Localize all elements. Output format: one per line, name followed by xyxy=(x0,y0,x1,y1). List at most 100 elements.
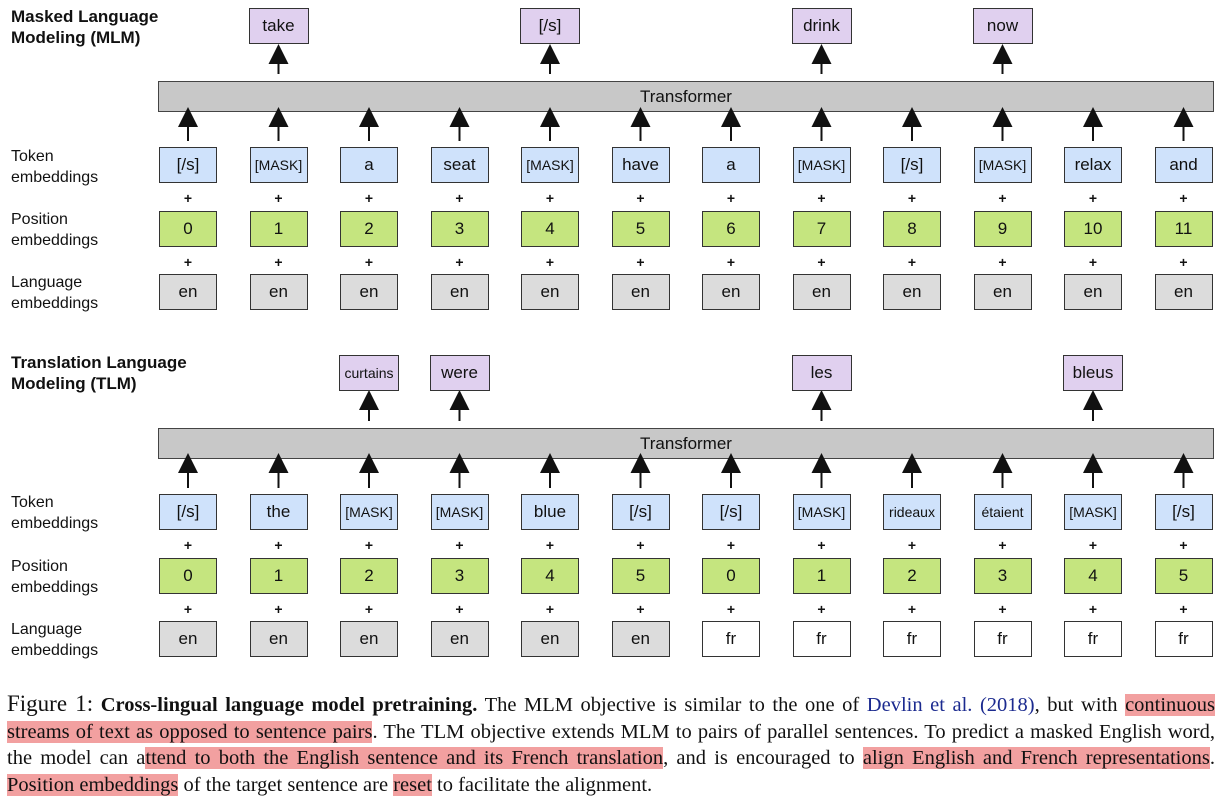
mlm-title: Masked Language Modeling (MLM) xyxy=(11,6,158,48)
tlm-output-les: les xyxy=(791,355,852,391)
tlm-position-box: 2 xyxy=(340,558,398,594)
tlm-plus-token-position: + xyxy=(183,537,193,553)
mlm-token-box: [MASK] xyxy=(792,147,851,183)
mlm-token-label: Token embeddings xyxy=(11,146,98,188)
mlm-plus-token-position: + xyxy=(636,190,645,206)
mlm-language-label-2: embeddings xyxy=(11,295,99,312)
caption-highlight-2: ttend to both the English sentence and i… xyxy=(145,747,664,769)
caption-text-5: . xyxy=(1209,747,1215,769)
mlm-language-box: en xyxy=(1064,274,1122,310)
tlm-plus-position-language: + xyxy=(364,601,374,617)
tlm-token-box: blue xyxy=(521,494,579,530)
tlm-language-box: fr xyxy=(1154,621,1213,657)
mlm-position-box: 6 xyxy=(702,211,760,247)
mlm-position-box: 3 xyxy=(430,211,489,247)
tlm-token-box: [/s] xyxy=(611,494,670,530)
mlm-position-label: Position embeddings xyxy=(11,209,98,251)
mlm-output-s: [/s] xyxy=(520,8,580,44)
tlm-title-line1: Translation Language xyxy=(11,353,187,372)
mlm-plus-token-position: + xyxy=(998,190,1007,206)
mlm-plus-token-position: + xyxy=(726,190,736,206)
mlm-token-box: [MASK] xyxy=(249,147,308,183)
caption-bold-title: Cross-lingual language model pretraining… xyxy=(100,694,478,716)
tlm-language-box: en xyxy=(249,621,308,657)
mlm-language-box: en xyxy=(430,274,489,310)
tlm-plus-position-language: + xyxy=(817,601,826,617)
tlm-plus-token-position: + xyxy=(636,537,645,553)
tlm-position-box: 3 xyxy=(973,558,1032,594)
mlm-token-box: seat xyxy=(430,147,489,183)
mlm-transformer: Transformer xyxy=(158,81,1214,112)
tlm-plus-position-language: + xyxy=(1088,601,1098,617)
tlm-position-label: Position embeddings xyxy=(11,556,98,598)
mlm-language-box: en xyxy=(702,274,760,310)
mlm-plus-position-language: + xyxy=(183,254,193,270)
caption-text-3: . The TLM objective extends MLM to pairs… xyxy=(7,720,1215,770)
mlm-language-box: en xyxy=(521,274,579,310)
mlm-language-box: en xyxy=(340,274,398,310)
tlm-plus-position-language: + xyxy=(998,601,1007,617)
tlm-plus-token-position: + xyxy=(1179,537,1188,553)
caption-text-4: , and is encouraged to xyxy=(663,747,855,769)
mlm-position-box: 11 xyxy=(1154,211,1213,247)
mlm-plus-token-position: + xyxy=(274,190,283,206)
tlm-token-box: [MASK] xyxy=(430,494,489,530)
tlm-plus-token-position: + xyxy=(726,537,736,553)
mlm-plus-token-position: + xyxy=(545,190,555,206)
tlm-token-box: [/s] xyxy=(702,494,760,530)
mlm-plus-position-language: + xyxy=(455,254,464,270)
tlm-plus-token-position: + xyxy=(274,537,283,553)
mlm-output-drink: drink xyxy=(791,8,852,44)
mlm-token-label-2: embeddings xyxy=(11,169,99,186)
tlm-position-box: 4 xyxy=(521,558,579,594)
mlm-plus-token-position: + xyxy=(1088,190,1098,206)
tlm-title-line2: Modeling (TLM) xyxy=(11,374,137,393)
caption-cite-author[interactable]: Devlin et al. xyxy=(866,694,973,716)
tlm-language-label: Language embeddings xyxy=(11,619,98,661)
mlm-language-box: en xyxy=(611,274,670,310)
mlm-token-box: and xyxy=(1154,147,1213,183)
tlm-plus-token-position: + xyxy=(364,537,374,553)
tlm-plus-position-language: + xyxy=(1179,601,1188,617)
caption-highlight-3: align English and French representations xyxy=(862,747,1210,769)
tlm-output-curtains: curtains xyxy=(339,355,399,391)
mlm-plus-position-language: + xyxy=(907,254,917,270)
mlm-position-label-2: embeddings xyxy=(11,232,99,249)
caption-highlight-5: reset xyxy=(393,773,432,796)
mlm-language-box: en xyxy=(1154,274,1213,310)
mlm-plus-position-language: + xyxy=(636,254,645,270)
caption-highlight-4: Position embeddings xyxy=(7,773,179,796)
tlm-position-box: 5 xyxy=(611,558,670,594)
tlm-language-box: en xyxy=(430,621,489,657)
caption-text-7: to facilitate the alignment. xyxy=(437,773,653,796)
tlm-transformer: Transformer xyxy=(158,428,1214,459)
mlm-position-box: 0 xyxy=(159,211,217,247)
mlm-language-box: en xyxy=(792,274,851,310)
tlm-token-box: [MASK] xyxy=(1064,494,1122,530)
tlm-position-box: 1 xyxy=(792,558,851,594)
mlm-plus-token-position: + xyxy=(817,190,826,206)
mlm-token-box: have xyxy=(611,147,670,183)
mlm-plus-position-language: + xyxy=(726,254,736,270)
mlm-output-now: now xyxy=(972,8,1033,44)
mlm-token-box: a xyxy=(702,147,760,183)
tlm-language-box: fr xyxy=(792,621,851,657)
mlm-position-box: 7 xyxy=(792,211,851,247)
caption-cite-year[interactable]: (2018) xyxy=(979,694,1035,716)
tlm-output-bleus: bleus xyxy=(1063,355,1123,391)
tlm-token-box: [/s] xyxy=(159,494,217,530)
mlm-output-take: take xyxy=(248,8,309,44)
tlm-language-box: en xyxy=(521,621,579,657)
mlm-title-line1: Masked Language xyxy=(11,7,159,26)
tlm-token-box: étaient xyxy=(973,494,1032,530)
tlm-position-box: 0 xyxy=(702,558,760,594)
tlm-token-box: [/s] xyxy=(1154,494,1213,530)
tlm-token-label-1: Token xyxy=(11,494,54,511)
mlm-language-box: en xyxy=(249,274,308,310)
tlm-plus-position-language: + xyxy=(455,601,464,617)
tlm-plus-position-language: + xyxy=(183,601,193,617)
tlm-language-box: en xyxy=(159,621,217,657)
tlm-plus-token-position: + xyxy=(1088,537,1098,553)
mlm-plus-token-position: + xyxy=(455,190,464,206)
mlm-position-box: 5 xyxy=(611,211,670,247)
